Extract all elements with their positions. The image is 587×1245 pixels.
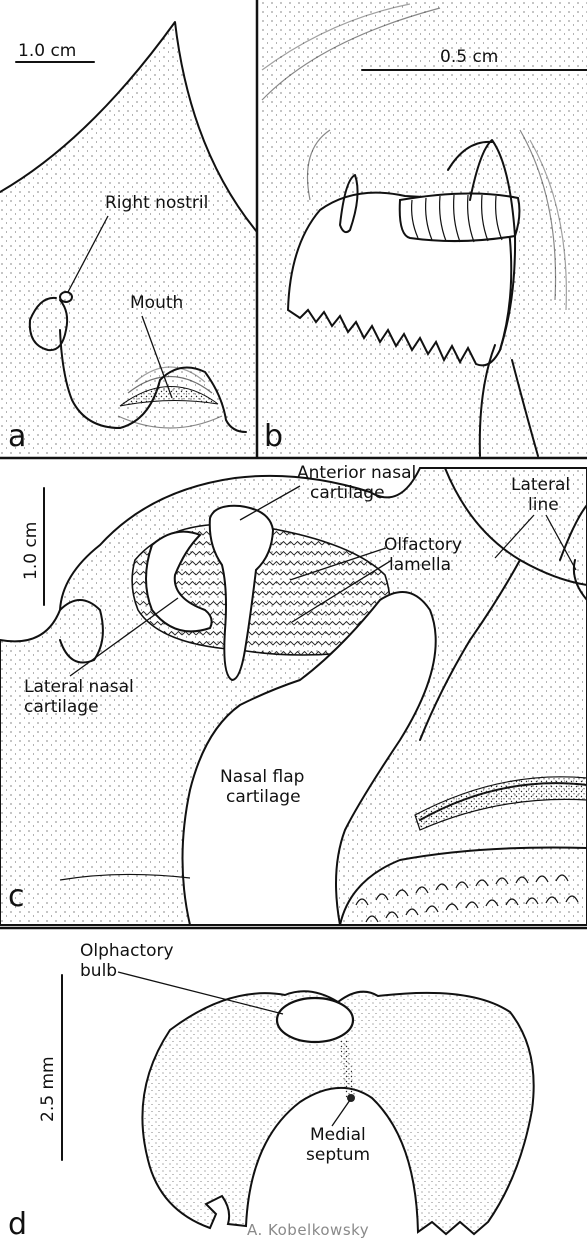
panel-d-scale-label: 2.5 mm [38,1056,58,1122]
label-nasal-flap: Nasal flap [220,767,304,787]
label-nasal-flap-2: cartilage [226,787,301,807]
panel-c: 1.0 cm Anterior nasal cartilage Lateral … [0,463,587,925]
panel-a-scale-label: 1.0 cm [18,41,76,61]
panel-d: 2.5 mm Olphactory bulb Medial septum d A… [8,941,534,1242]
label-anterior-nasal: Anterior nasal [297,463,416,483]
panel-a-head-outline [0,22,257,456]
panel-d-olfactory-bulb [277,998,353,1042]
label-lateral-nasal: Lateral nasal [24,677,134,697]
label-olfactory: Olfactory [384,535,462,555]
label-olfactory-2: lamella [389,555,451,575]
panel-d-letter: d [8,1207,27,1242]
label-olphactory-bulb: Olphactory [80,941,174,961]
label-lateral-nasal-2: cartilage [24,697,99,717]
panel-c-letter: c [8,879,25,914]
panel-b-nostril-tube [400,193,520,241]
artist-credit: A. Kobelkowsky [247,1221,369,1239]
panel-b-letter: b [264,419,283,454]
label-medial-septum: Medial [310,1125,366,1145]
label-right-nostril: Right nostril [105,193,208,213]
label-anterior-nasal-2: cartilage [310,483,385,503]
label-olphactory-bulb-2: bulb [80,961,117,981]
panel-c-scale-label: 1.0 cm [21,522,41,580]
panel-b-scale-label: 0.5 cm [440,47,498,67]
panel-a-letter: a [8,419,26,454]
label-medial-septum-2: septum [306,1145,370,1165]
label-mouth: Mouth [130,293,183,313]
label-lateral-line-2: line [528,495,559,515]
label-lateral-line: Lateral [511,475,570,495]
panel-a: 1.0 cm Right nostril Mouth a [0,22,257,456]
panel-b: 0.5 cm b [259,0,587,456]
